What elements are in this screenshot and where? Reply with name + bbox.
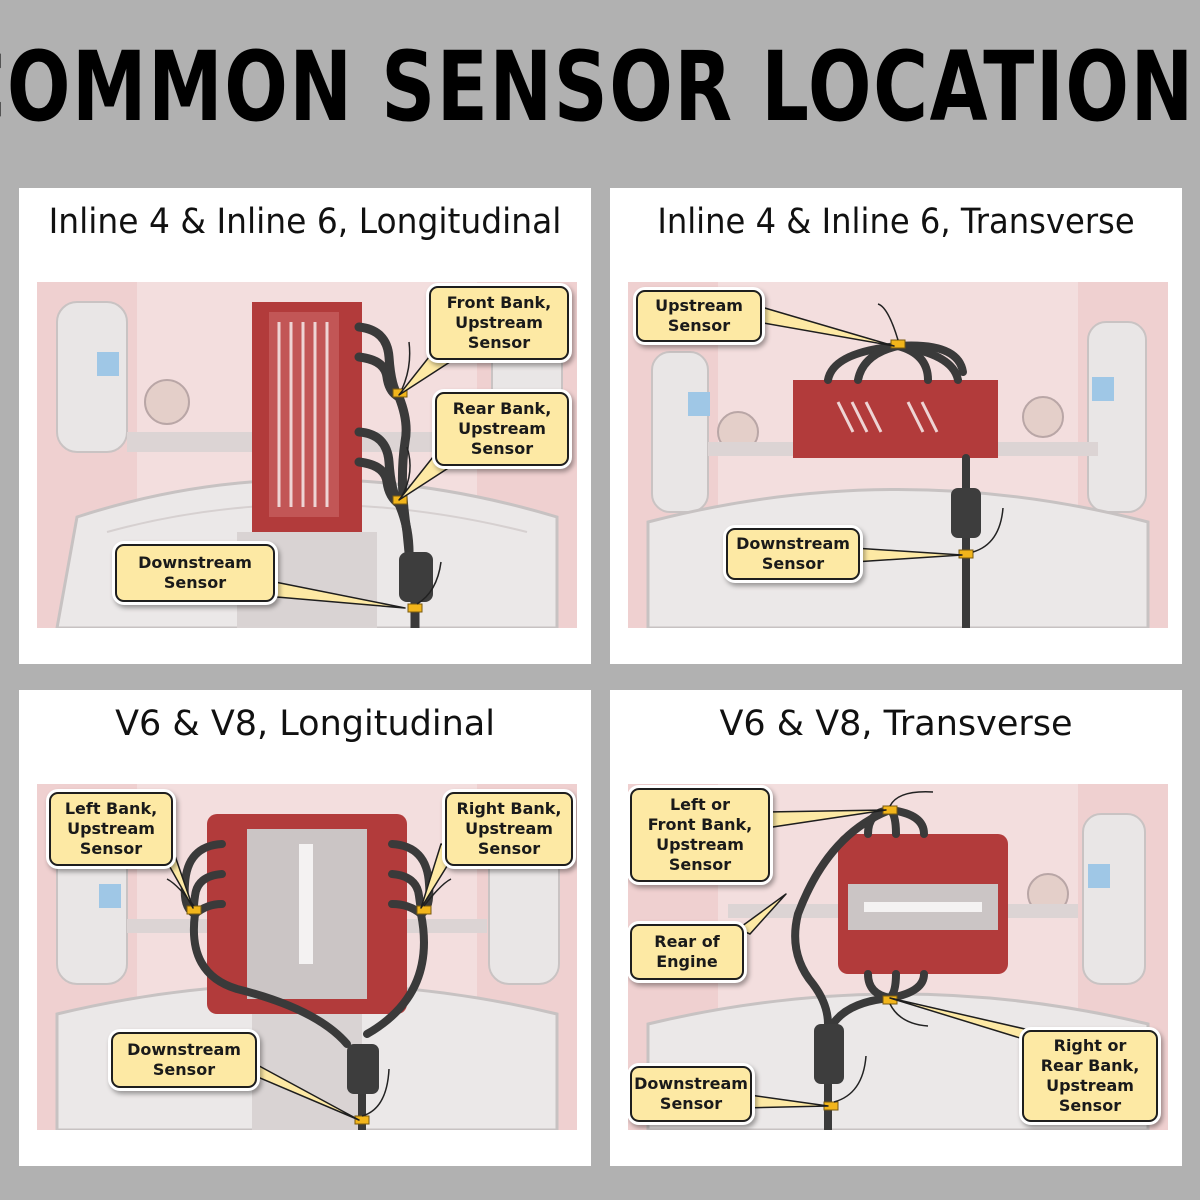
label-downstream-sensor: Downstream Sensor <box>630 1066 752 1122</box>
panel-inline-transverse: Inline 4 & Inline 6, Transverse <box>610 188 1182 664</box>
label-right-or-rear-bank-upstream-sensor: Right or Rear Bank, Upstream Sensor <box>1022 1030 1158 1122</box>
label-right-bank-upstream-sensor: Right Bank, Upstream Sensor <box>445 792 573 866</box>
label-front-bank-upstream-sensor: Front Bank, Upstream Sensor <box>429 286 569 360</box>
label-rear-of-engine: Rear of Engine <box>630 924 744 980</box>
panel-title: Inline 4 & Inline 6, Transverse <box>657 202 1135 242</box>
panel-inline-longitudinal: Inline 4 & Inline 6, Longitudinal <box>19 188 591 664</box>
engine-diagram-v-longitudinal: Left Bank, Upstream Sensor Right Bank, U… <box>37 784 577 1130</box>
panel-v-longitudinal: V6 & V8, Longitudinal <box>19 690 591 1166</box>
engine-diagram-v-transverse: Left or Front Bank, Upstream Sensor Rear… <box>628 784 1168 1130</box>
label-downstream-sensor: Downstream Sensor <box>111 1032 257 1088</box>
panel-title: Inline 4 & Inline 6, Longitudinal <box>48 202 562 242</box>
engine-diagram-inline-transverse: Upstream Sensor Downstream Sensor <box>628 282 1168 628</box>
page-title-text: COMMON SENSOR LOCATIONS <box>0 31 1200 143</box>
panel-title: V6 & V8, Transverse <box>719 704 1073 744</box>
label-left-bank-upstream-sensor: Left Bank, Upstream Sensor <box>49 792 173 866</box>
label-downstream-sensor: Downstream Sensor <box>115 544 275 602</box>
label-left-or-front-bank-upstream-sensor: Left or Front Bank, Upstream Sensor <box>630 788 770 882</box>
label-rear-bank-upstream-sensor: Rear Bank, Upstream Sensor <box>435 392 569 466</box>
label-upstream-sensor: Upstream Sensor <box>636 290 762 342</box>
page-title: COMMON SENSOR LOCATIONS <box>0 22 1200 152</box>
engine-diagram-inline-longitudinal: Front Bank, Upstream Sensor Rear Bank, U… <box>37 282 577 628</box>
panel-title: V6 & V8, Longitudinal <box>115 704 495 744</box>
label-downstream-sensor: Downstream Sensor <box>726 528 860 580</box>
panel-v-transverse: V6 & V8, Transverse <box>610 690 1182 1166</box>
